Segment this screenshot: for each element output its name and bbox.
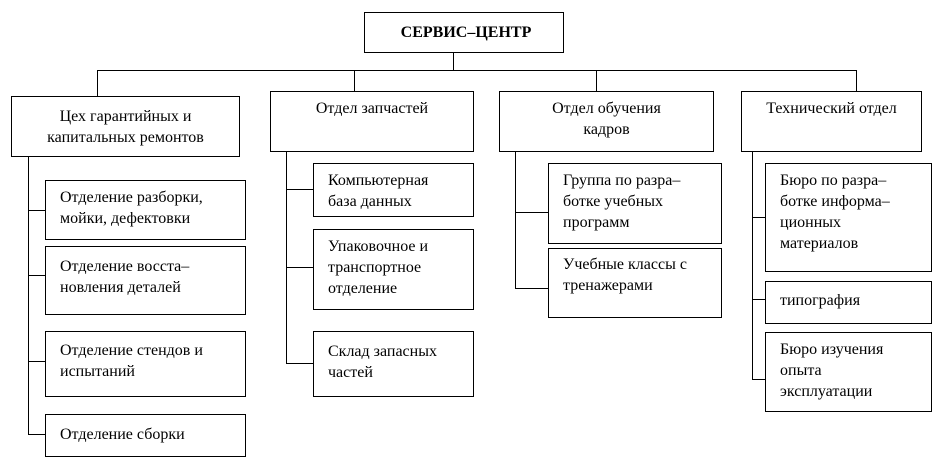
- unit-computer-database: Компьютерная база данных: [313, 163, 474, 217]
- connector-dept-4-trunk: [752, 151, 753, 379]
- connector-dept-2-unit-2: [286, 267, 313, 268]
- root-node: СЕРВИС–ЦЕНТР: [364, 12, 564, 53]
- unit-restoration: Отделение восста– новления деталей: [45, 246, 246, 315]
- connector-dept-1-trunk: [28, 156, 29, 434]
- connector-dept-2-unit-1: [286, 189, 313, 190]
- connector-dept-3: [596, 70, 597, 91]
- connector-dept-1: [97, 70, 98, 96]
- department-staff-training: Отдел обучения кадров: [499, 91, 714, 152]
- connector-dept-1-unit-4: [28, 434, 45, 435]
- unit-disassembly: Отделение разборки, мойки, дефектовки: [45, 180, 246, 240]
- unit-assembly: Отделение сборки: [45, 414, 246, 457]
- unit-parts-warehouse: Склад запасных частей: [313, 331, 474, 397]
- unit-test-stands: Отделение стендов и испытаний: [45, 331, 246, 397]
- connector-dept-3-trunk: [515, 151, 516, 288]
- department-repair-shop: Цех гарантийных и капитальных ремонтов: [11, 96, 240, 157]
- connector-root-down: [453, 52, 454, 70]
- unit-curriculum-group: Группа по разра– ботке учебных программ: [548, 163, 722, 244]
- unit-printing-house: типография: [765, 281, 932, 324]
- connector-dept-3-unit-1: [515, 212, 548, 213]
- connector-top-bus: [97, 70, 856, 71]
- connector-dept-1-unit-3: [28, 361, 45, 362]
- unit-packaging-transport: Упаковочное и транспортное отделение: [313, 229, 474, 310]
- connector-dept-2-unit-3: [286, 363, 313, 364]
- connector-dept-1-unit-1: [28, 210, 45, 211]
- unit-operation-experience-bureau: Бюро изучения опыта эксплуатации: [765, 332, 932, 412]
- connector-dept-4-unit-2: [752, 299, 765, 300]
- unit-info-materials-bureau: Бюро по разра– ботке информа– ционных ма…: [765, 163, 932, 272]
- connector-dept-4: [856, 70, 857, 91]
- connector-dept-2: [354, 70, 355, 91]
- unit-simulator-classrooms: Учебные классы с тренажерами: [548, 248, 722, 318]
- connector-dept-4-unit-1: [752, 217, 765, 218]
- connector-dept-3-unit-2: [515, 288, 548, 289]
- connector-dept-2-trunk: [286, 151, 287, 363]
- department-spare-parts: Отдел запчастей: [270, 91, 474, 152]
- connector-dept-4-unit-3: [752, 379, 765, 380]
- connector-dept-1-unit-2: [28, 275, 45, 276]
- department-technical: Технический отдел: [741, 91, 922, 152]
